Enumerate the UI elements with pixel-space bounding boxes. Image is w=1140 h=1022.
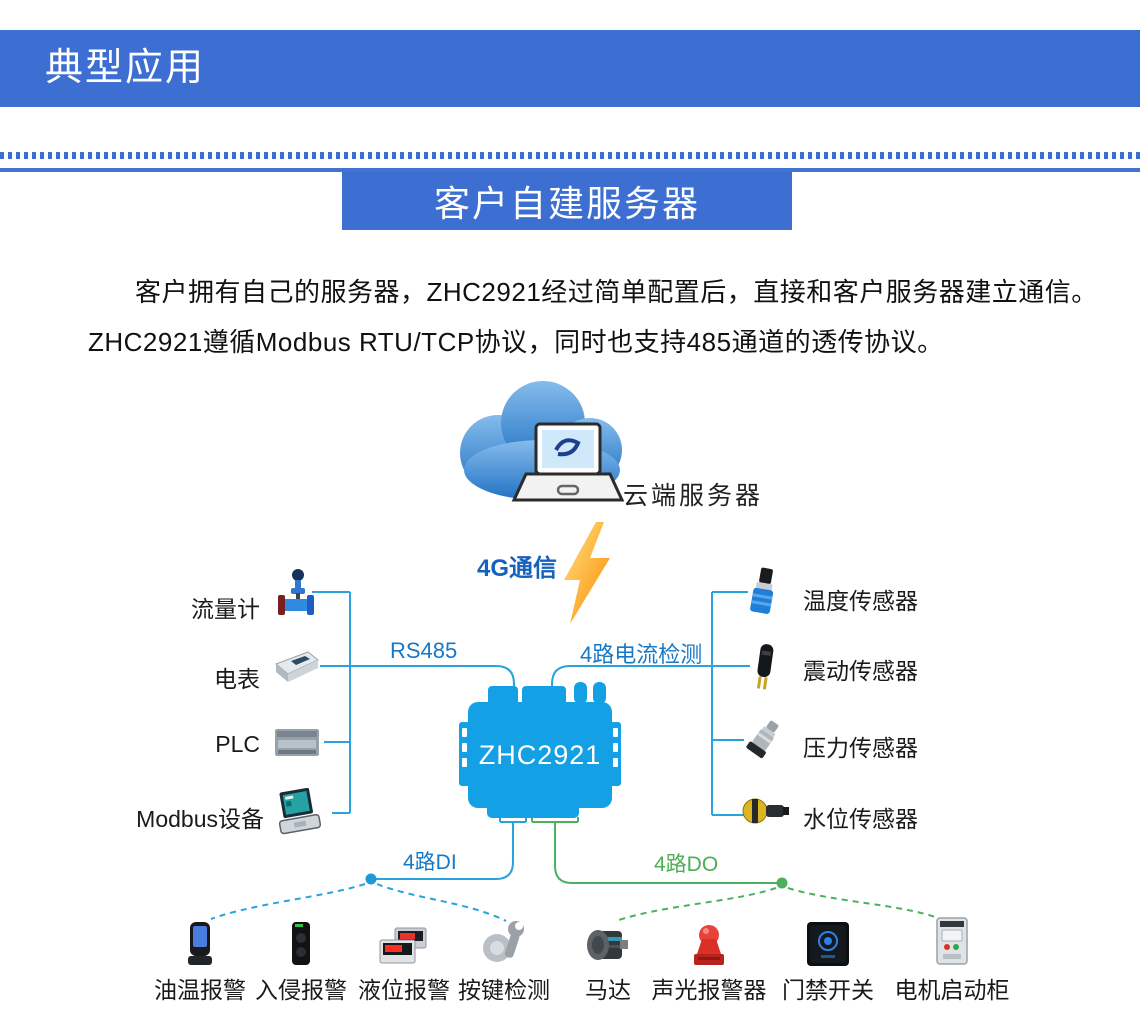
vibration-sensor-icon xyxy=(756,644,774,690)
intro-line-2: ZHC2921遵循Modbus RTU/TCP协议，同时也支持485通道的透传协… xyxy=(88,327,944,357)
left-device-label: Modbus设备 xyxy=(136,806,264,832)
pressure-sensor-icon xyxy=(746,720,779,759)
left-device-label: 流量计 xyxy=(191,596,260,622)
oil-temp-alarm-icon xyxy=(188,922,212,965)
di-label: 4路DI xyxy=(403,851,457,874)
left-device-label: 电表 xyxy=(214,666,260,692)
access-switch-icon xyxy=(807,922,849,966)
device-terminal-tab xyxy=(522,686,566,704)
di-node-dot xyxy=(365,873,377,885)
do-device-item: 门禁开关 xyxy=(763,914,893,1005)
solid-divider xyxy=(0,168,1140,172)
wireless-link-label: 4G通信 xyxy=(477,555,558,582)
do-device-item: 马达 xyxy=(543,914,673,1005)
key-detection-icon xyxy=(483,921,524,962)
di-device-item: 液位报警 xyxy=(339,914,469,1005)
di-device-item: 油温报警 xyxy=(135,914,265,1005)
electric-meter-icon xyxy=(275,651,319,682)
do-device-label: 马达 xyxy=(585,977,631,1003)
dtu-device: ZHC2921 xyxy=(468,702,612,808)
do-label: 4路DO xyxy=(654,853,719,876)
do-device-label: 门禁开关 xyxy=(782,977,874,1003)
do-node-dot xyxy=(776,877,788,889)
device-flange-left xyxy=(459,722,470,786)
device-antenna xyxy=(593,682,606,704)
motor-icon xyxy=(587,930,628,960)
liquid-level-alarm-icon xyxy=(379,927,427,964)
do-device-item: 电机启动柜 xyxy=(887,914,1017,1005)
section-header: 典型应用 xyxy=(0,30,1140,107)
di-device-label: 入侵报警 xyxy=(255,977,347,1003)
lightning-bolt-icon xyxy=(564,522,610,624)
device-terminal-tab xyxy=(488,686,518,704)
device-flange-right xyxy=(610,722,621,786)
left-device-label: PLC xyxy=(215,731,260,757)
wire-rs485 xyxy=(320,665,515,702)
di-device-label: 按键检测 xyxy=(458,977,550,1003)
do-device-label: 电机启动柜 xyxy=(894,977,1010,1003)
di-device-item: 入侵报警 xyxy=(236,914,366,1005)
flow-meter-icon xyxy=(278,569,314,615)
current-detect-label: 4路电流检测 xyxy=(580,642,703,667)
device-bottom-tab xyxy=(487,808,579,818)
right-device-label: 水位传感器 xyxy=(803,806,918,832)
subsection-title: 客户自建服务器 xyxy=(433,183,700,224)
cloud-server-label: 云端服务器 xyxy=(623,482,764,510)
temperature-sensor-icon xyxy=(750,567,774,614)
device-antenna xyxy=(574,682,587,704)
modbus-device-icon xyxy=(278,788,322,835)
intrusion-alarm-icon xyxy=(292,922,310,965)
intro-line-1: 客户拥有自己的服务器，ZHC2921经过简单配置后，直接和客户服务器建立通信。 xyxy=(135,277,1098,307)
do-device-label: 声光报警器 xyxy=(651,977,767,1003)
di-device-item: 按键检测 xyxy=(439,914,569,1005)
cloud-server-icon xyxy=(460,381,625,502)
subsection-banner: 客户自建服务器 xyxy=(342,172,792,230)
right-device-label: 震动传感器 xyxy=(803,658,918,684)
water-level-sensor-icon xyxy=(742,798,789,824)
sound-light-alarm-icon xyxy=(694,925,724,965)
section-title: 典型应用 xyxy=(45,47,206,89)
dotted-divider xyxy=(0,152,1140,159)
rs485-label: RS485 xyxy=(390,638,458,663)
plc-icon xyxy=(275,729,319,756)
di-device-label: 液位报警 xyxy=(358,977,450,1003)
right-device-label: 温度传感器 xyxy=(803,588,918,614)
do-device-item: 声光报警器 xyxy=(644,914,774,1005)
laptop-icon xyxy=(511,422,625,502)
right-device-label: 压力传感器 xyxy=(803,735,918,761)
di-device-label: 油温报警 xyxy=(154,977,246,1003)
motor-starter-cabinet-icon xyxy=(936,917,968,965)
device-model-label: ZHC2921 xyxy=(478,739,602,770)
